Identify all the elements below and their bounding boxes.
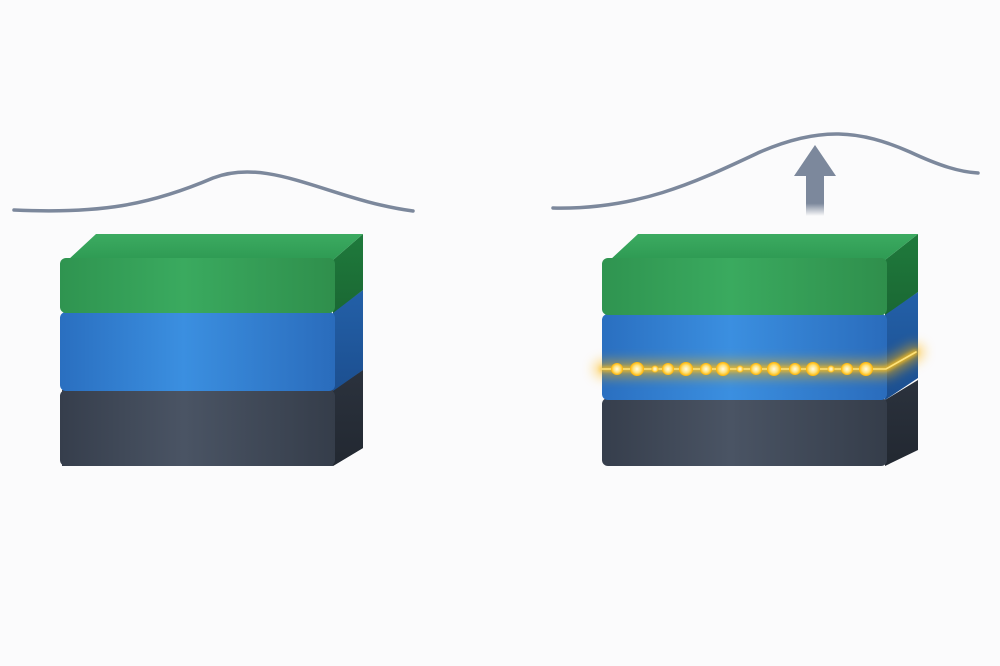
left-layer-stack: [60, 234, 363, 466]
left-middle-layer: [60, 290, 363, 391]
up-arrow-icon: [794, 145, 836, 216]
left-panel: [12, 170, 415, 466]
left-wave: [12, 170, 415, 213]
right-top-layer: [602, 234, 918, 315]
right-bottom-layer: [602, 380, 918, 466]
right-layer-stack: [594, 234, 924, 466]
charge-dots: [611, 362, 873, 376]
left-top-layer: [60, 234, 363, 313]
right-panel: [551, 132, 980, 466]
right-wave: [551, 132, 980, 210]
interface-glow: [594, 344, 924, 377]
